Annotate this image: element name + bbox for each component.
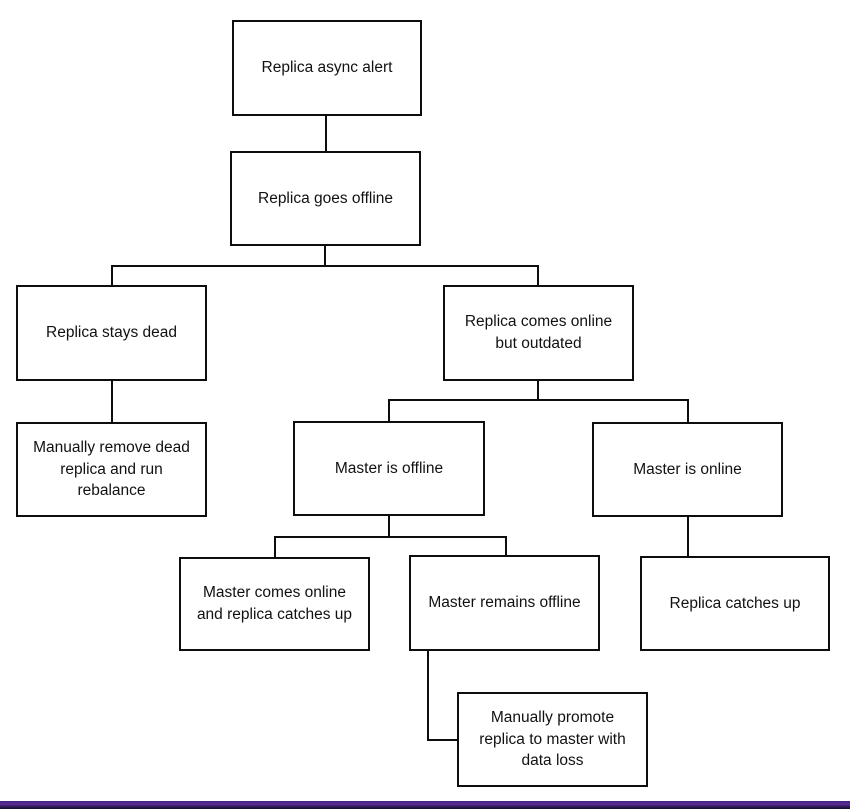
node-master-remains-offline: Master remains offline bbox=[409, 555, 600, 651]
edge-branch-to-master-offline bbox=[388, 399, 390, 422]
edge-goes-offline-branch-bar bbox=[111, 265, 539, 267]
edge-branch-to-online-outdated bbox=[537, 265, 539, 286]
edge-master-online-to-catches-up bbox=[687, 517, 689, 557]
footer-accent-bar bbox=[0, 801, 850, 809]
edge-remains-offline-elbow-vertical bbox=[427, 651, 429, 741]
node-master-is-online: Master is online bbox=[592, 422, 783, 517]
node-manually-promote-replica-data-loss: Manually promote replica to master with … bbox=[457, 692, 648, 787]
edge-branch-to-master-back-online bbox=[274, 536, 276, 558]
edge-online-outdated-stem bbox=[537, 381, 539, 400]
node-replica-comes-online-but-outdated: Replica comes online but outdated bbox=[443, 285, 634, 381]
node-replica-goes-offline: Replica goes offline bbox=[230, 151, 421, 246]
edge-online-outdated-branch-bar bbox=[388, 399, 689, 401]
edge-alert-to-goes-offline bbox=[325, 116, 327, 151]
edge-branch-to-master-online bbox=[687, 399, 689, 423]
node-replica-catches-up: Replica catches up bbox=[640, 556, 830, 651]
edge-remains-offline-elbow-horizontal bbox=[427, 739, 458, 741]
node-master-comes-online-replica-catches-up: Master comes online and replica catches … bbox=[179, 557, 370, 651]
node-master-is-offline: Master is offline bbox=[293, 421, 485, 516]
node-replica-async-alert: Replica async alert bbox=[232, 20, 422, 116]
edge-goes-offline-stem bbox=[324, 246, 326, 267]
node-replica-stays-dead: Replica stays dead bbox=[16, 285, 207, 381]
edge-master-offline-branch-bar bbox=[274, 536, 507, 538]
edge-branch-to-stays-dead bbox=[111, 265, 113, 286]
node-manually-remove-dead-replica: Manually remove dead replica and run reb… bbox=[16, 422, 207, 517]
edge-stays-dead-to-remove bbox=[111, 381, 113, 422]
edge-master-offline-stem bbox=[388, 516, 390, 537]
edge-branch-to-master-remains-offline bbox=[505, 536, 507, 556]
